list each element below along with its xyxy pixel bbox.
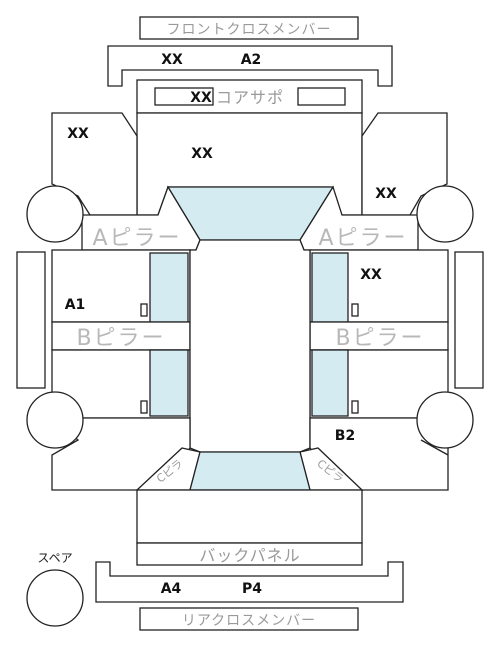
rear-cross-member-box[interactable]	[139, 607, 359, 631]
right-front-door-window	[311, 252, 349, 323]
right-side-step[interactable]	[454, 251, 484, 389]
front-cross-member-label: フロントクロスメンバー	[167, 22, 332, 38]
b-pillar-left-area[interactable]	[51, 321, 191, 351]
core-support-right-slot	[297, 87, 346, 106]
a-pillar-left-label: Aピラー	[92, 226, 181, 251]
left-front-fender-code: XX	[67, 126, 89, 142]
right-front-door-code: XX	[360, 267, 382, 283]
rear-cross-member-label: リアクロスメンバー	[182, 613, 316, 629]
spare-tire[interactable]	[26, 569, 84, 627]
back-panel-box[interactable]	[136, 542, 363, 566]
right-rear-wheel[interactable]	[416, 391, 474, 449]
front-cross-member-box[interactable]	[139, 16, 359, 40]
b-pillar-right-label: Bピラー	[335, 326, 424, 351]
back-panel-label: バックパネル	[199, 546, 300, 565]
a-pillar-right-label: Aピラー	[318, 226, 407, 251]
left-rear-wheel[interactable]	[26, 391, 84, 449]
left-front-door-window	[149, 252, 189, 323]
core-support-label: コアサポ	[216, 88, 284, 107]
left-front-door-code: A1	[65, 297, 86, 313]
rear-member-bracket[interactable]	[95, 561, 404, 603]
rear-member-code-1: A4	[161, 581, 182, 597]
spare-label: スペア	[37, 551, 72, 565]
hood-code: XX	[191, 146, 213, 162]
left-front-wheel[interactable]	[26, 185, 84, 243]
right-rear-door-handle	[351, 400, 359, 414]
front-member-bracket[interactable]	[107, 45, 393, 87]
left-side-step[interactable]	[16, 251, 46, 389]
b-pillar-left-label: Bピラー	[76, 326, 165, 351]
trunk-lid[interactable]	[136, 489, 363, 544]
core-support-code: XX	[190, 90, 212, 106]
right-front-wheel[interactable]	[416, 185, 474, 243]
front-member-code-1: XX	[161, 52, 183, 68]
roof-panel[interactable]	[189, 239, 311, 453]
left-rear-door-handle	[140, 400, 148, 414]
front-member-code-2: A2	[241, 52, 262, 68]
left-rear-door-window	[149, 349, 189, 417]
right-rear-door-code: B2	[335, 428, 355, 444]
rear-member-code-2: P4	[242, 581, 262, 597]
left-front-door-handle	[140, 303, 148, 317]
b-pillar-right-area[interactable]	[309, 321, 449, 351]
right-front-door-handle	[351, 303, 359, 317]
rear-window[interactable]	[189, 451, 311, 491]
core-support-left-slot	[154, 87, 214, 106]
right-rear-door-window	[311, 349, 349, 417]
right-front-fender-code: XX	[375, 186, 397, 202]
